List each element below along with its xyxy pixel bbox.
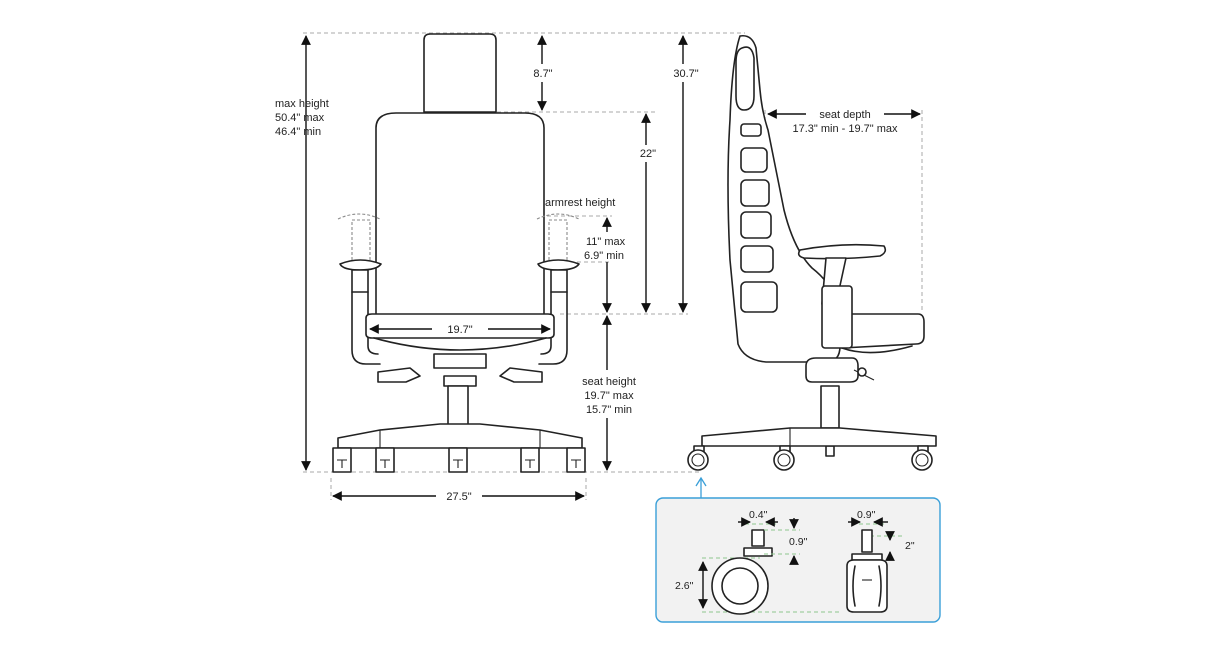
- side-armrest-pad: [797, 243, 887, 260]
- caster-wheel-front: [846, 517, 902, 613]
- caster-stem-label: 2": [905, 540, 915, 552]
- caster-detail-inset: 0.4" 0.9" 2.6" 0.9" 2": [655, 476, 941, 623]
- backrest: [375, 112, 545, 325]
- seat-depth-title: seat depth: [819, 109, 870, 121]
- armrest-height-max: 11" max: [586, 236, 626, 248]
- back-slats: [740, 123, 778, 313]
- back-height-label: 22": [640, 148, 656, 160]
- front-casters: [332, 447, 586, 473]
- caster-wheel-side: [698, 517, 840, 615]
- base-width-label: 27.5": [446, 491, 471, 503]
- seat-height-min: 15.7" min: [586, 404, 632, 416]
- seat-height-title: seat height: [582, 376, 636, 388]
- right-armrest-pad: [537, 259, 580, 271]
- guide-lines: [303, 32, 923, 500]
- seat-width-label: 19.7": [447, 324, 472, 336]
- dimension-labels: max height 50.4" max 46.4" min 8.7" 22" …: [275, 68, 898, 503]
- total-back-height-label: 30.7": [673, 68, 698, 80]
- stem-width-label: 0.4": [749, 509, 768, 521]
- side-casters: [687, 445, 933, 471]
- max-height-min: 46.4" min: [275, 126, 321, 138]
- seat-depth-range: 17.3" min - 19.7" max: [792, 123, 898, 135]
- armrest-height-title: armrest height: [545, 197, 615, 209]
- base: [337, 423, 583, 449]
- seat-height-max: 19.7" max: [584, 390, 634, 402]
- armrest-height-min: 6.9" min: [584, 250, 624, 262]
- gas-cylinder: [447, 385, 469, 427]
- dimension-arrows: [301, 35, 921, 501]
- side-seat: [837, 313, 925, 349]
- wheel-diameter-label: 2.6": [675, 580, 694, 592]
- front-view-chair: [332, 33, 586, 473]
- side-base: [701, 427, 937, 447]
- max-height-max: 50.4" max: [275, 112, 325, 124]
- side-view-chair: [687, 34, 937, 471]
- stem-height-label: 0.9": [789, 536, 808, 548]
- left-armrest-pad: [339, 259, 382, 271]
- headrest: [423, 33, 497, 113]
- headrest-height-label: 8.7": [533, 68, 552, 80]
- caster-width-label: 0.9": [857, 509, 876, 521]
- side-backrest: [727, 34, 841, 363]
- max-height-title: max height: [275, 98, 329, 110]
- seat-cushion: [365, 313, 555, 339]
